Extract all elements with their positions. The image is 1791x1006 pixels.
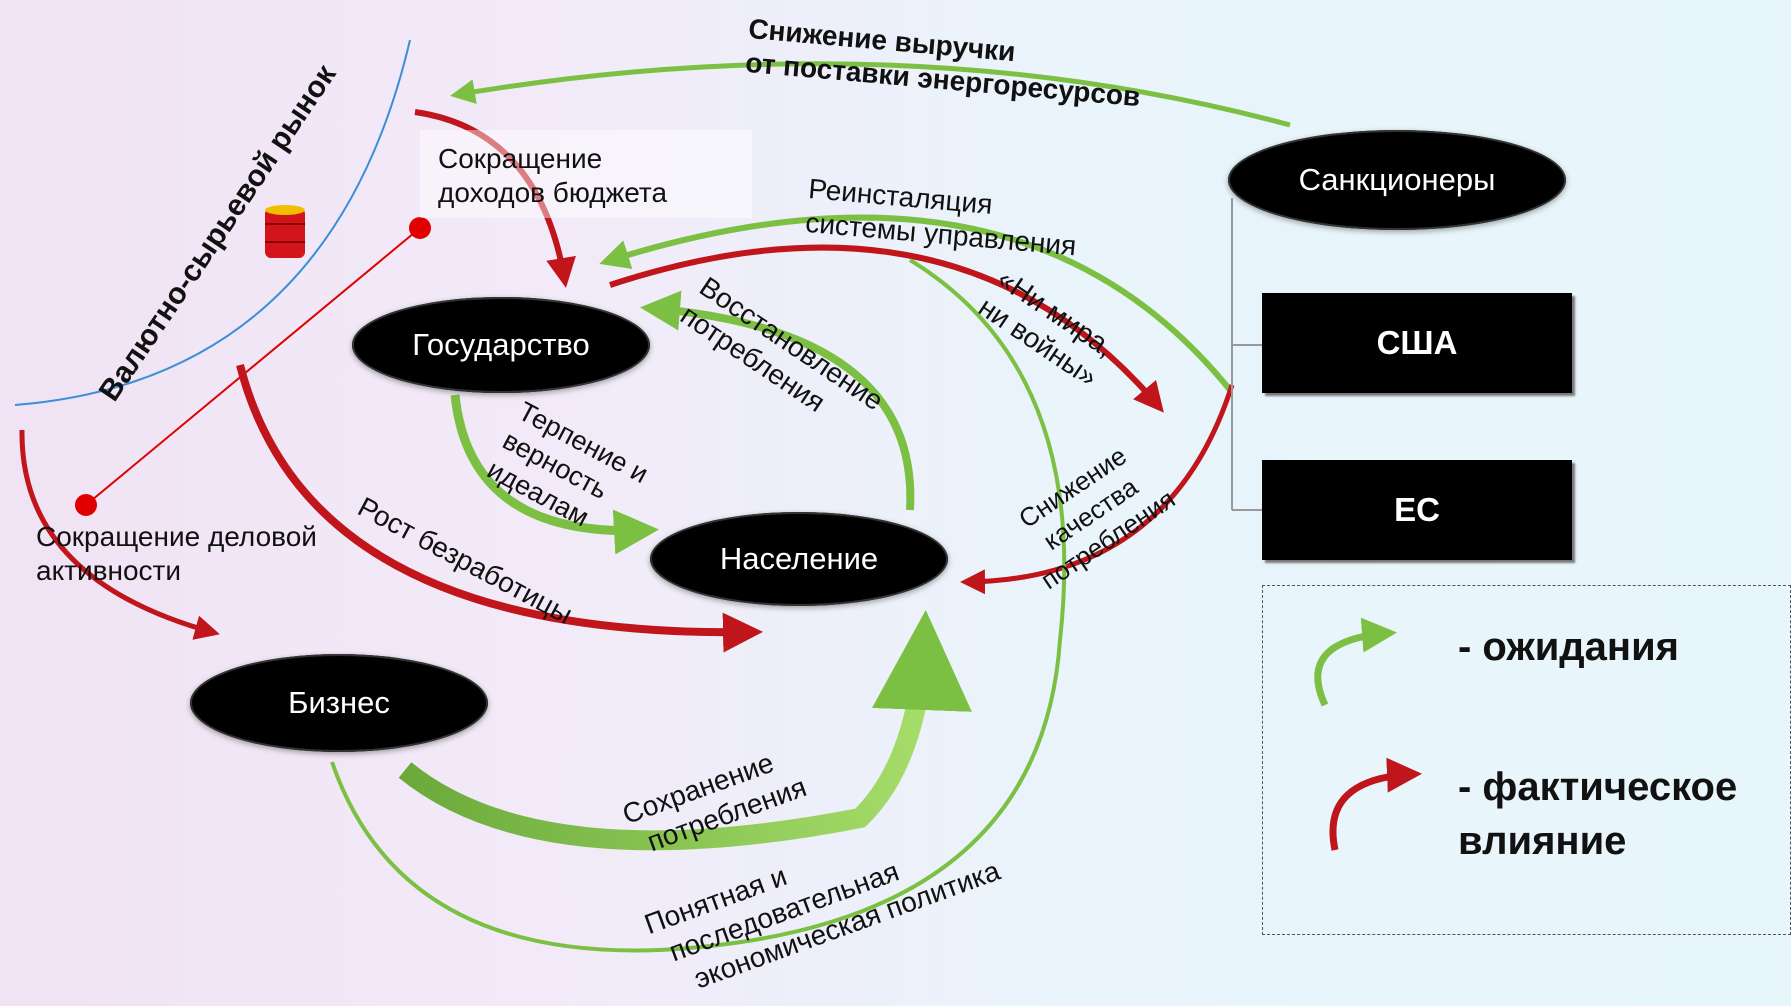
market-link-line [85, 227, 421, 506]
node-state[interactable]: Государство [352, 297, 650, 393]
node-state-label: Государство [412, 327, 590, 362]
arrow-unemployment [236, 364, 763, 653]
arrow-revenue-decline [450, 61, 1291, 128]
node-population[interactable]: Население [650, 512, 948, 606]
arrow-quality-drop [960, 384, 1235, 595]
arrow-keep-consumption [398, 610, 972, 851]
node-sanctioners-label: Санкционеры [1298, 162, 1496, 197]
node-sanctioners[interactable]: Санкционеры [1228, 130, 1566, 230]
node-population-label: Население [719, 541, 879, 576]
market-boundary-arc [14, 39, 411, 406]
arrow-business-activity [19, 429, 220, 640]
legend-actual: - фактическое влияние [1458, 765, 1738, 863]
legend-green-arrow [1314, 617, 1397, 707]
arrow-policy [330, 258, 1067, 953]
arrow-reinstall [599, 214, 1233, 392]
node-business-label: Бизнес [288, 685, 390, 720]
arrow-no-peace [609, 244, 1164, 413]
arrow-budget-cut [414, 109, 576, 288]
box-eu-label: ЕС [1394, 491, 1440, 528]
sanctioners-bracket [1231, 198, 1262, 511]
box-usa[interactable]: США [1262, 293, 1572, 393]
label-budget-cut: Сокращение доходов бюджета [420, 130, 752, 218]
node-business[interactable]: Бизнес [190, 654, 488, 752]
link-dot-top [409, 217, 431, 239]
arrow-restore [640, 290, 915, 511]
arrow-patience [450, 394, 659, 555]
label-business-activity: Сокращение деловой активности [36, 521, 317, 587]
legend-expectations: - ожидания [1458, 625, 1680, 669]
box-usa-label: США [1376, 324, 1458, 361]
link-dot-bottom [75, 494, 97, 516]
legend-red-arrow [1329, 757, 1422, 851]
box-eu[interactable]: ЕС [1262, 460, 1572, 560]
oil-barrel-icon [265, 205, 305, 258]
